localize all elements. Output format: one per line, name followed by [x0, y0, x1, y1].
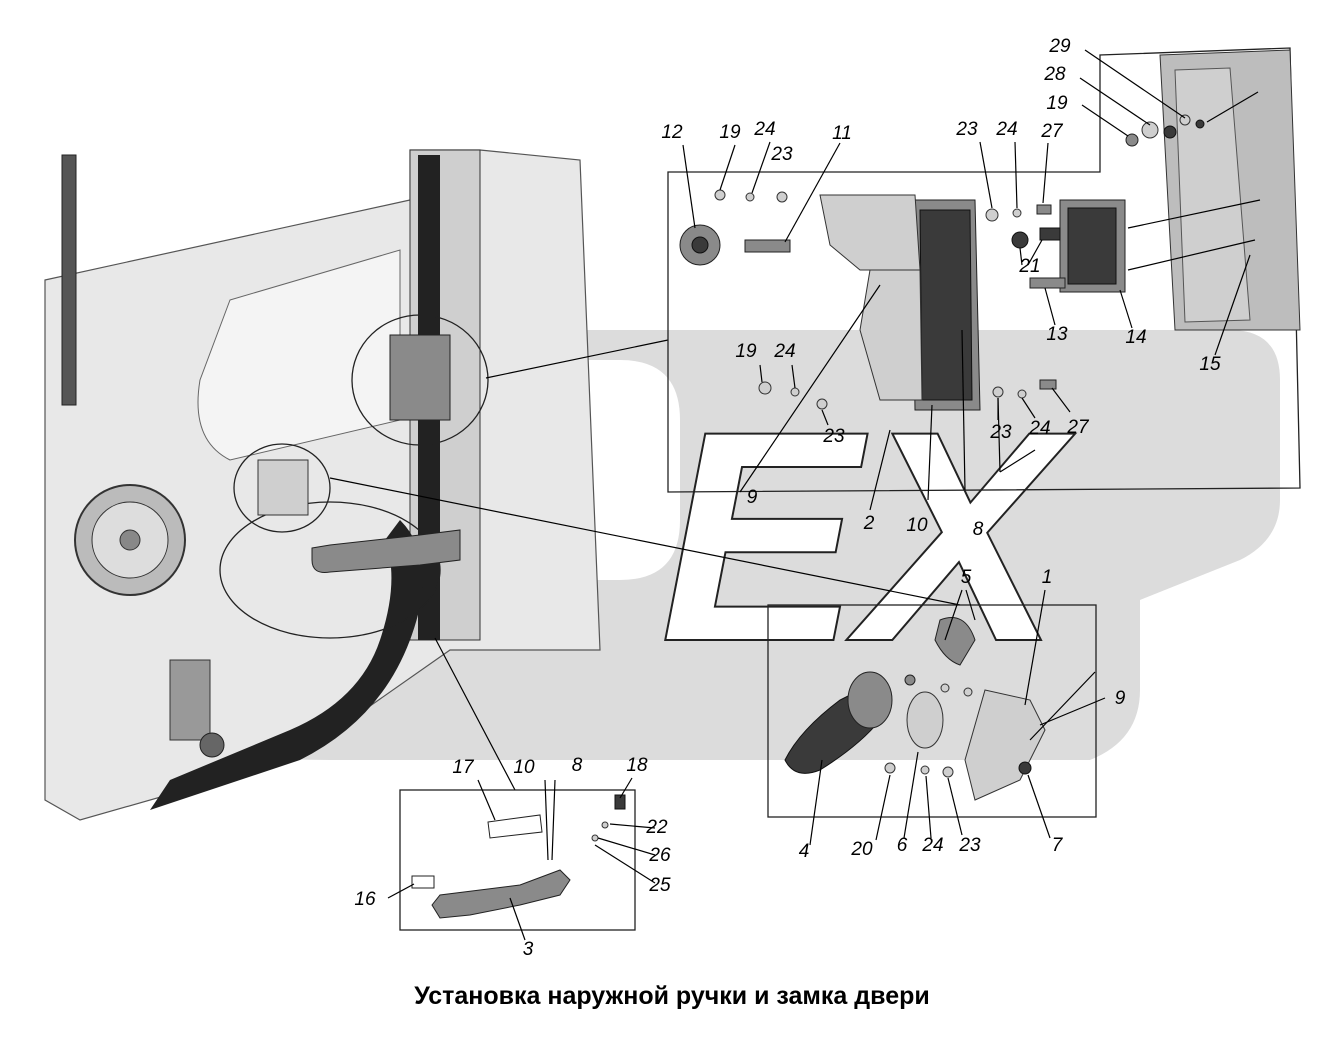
callout-13: 13 [1046, 324, 1068, 345]
callout-11: 11 [832, 123, 852, 144]
callout-10: 10 [906, 515, 928, 536]
callout-27: 27 [1040, 121, 1064, 142]
callout-1: 1 [1042, 567, 1053, 588]
callout-14: 14 [1125, 327, 1146, 348]
callout-7: 7 [1052, 835, 1064, 856]
callout-23: 23 [958, 835, 981, 856]
inner-handle-frame [767, 589, 1106, 846]
callout-24: 24 [995, 119, 1017, 140]
callout-19: 19 [719, 122, 741, 143]
watermark-text: EX [660, 368, 1076, 704]
diagram-caption: Установка наружной ручки и замка двери [414, 982, 930, 1010]
callout-22: 22 [645, 817, 668, 838]
callout-25: 25 [648, 875, 671, 896]
callout-12: 12 [661, 122, 683, 143]
callout-23: 23 [822, 426, 845, 447]
callout-24: 24 [1028, 418, 1050, 439]
callout-6: 6 [897, 835, 908, 856]
callout-23: 23 [955, 119, 978, 140]
callout-9: 9 [747, 487, 758, 508]
lock-detail-frame [667, 47, 1301, 511]
callout-2: 2 [863, 513, 875, 534]
callout-19: 19 [735, 341, 757, 362]
callout-24: 24 [921, 835, 943, 856]
door-panel [44, 149, 601, 821]
callout-5: 5 [961, 567, 972, 588]
callout-9: 9 [1115, 688, 1126, 709]
callout-23: 23 [989, 422, 1012, 443]
callout-4: 4 [799, 841, 810, 862]
callout-28: 28 [1043, 64, 1066, 85]
callout-20: 20 [850, 839, 873, 860]
callout-17: 17 [452, 757, 475, 778]
callout-21: 21 [1018, 256, 1040, 277]
callout-8: 8 [973, 519, 984, 540]
callout-3: 3 [523, 939, 534, 960]
callout-23: 23 [770, 144, 793, 165]
callout-26: 26 [648, 845, 671, 866]
callout-29: 29 [1048, 36, 1071, 57]
callout-19: 19 [1046, 93, 1068, 114]
callout-18: 18 [626, 755, 648, 776]
callout-24: 24 [753, 119, 775, 140]
callout-16: 16 [354, 889, 376, 910]
callout-10: 10 [513, 757, 535, 778]
callout-24: 24 [773, 341, 795, 362]
outer-handle-frame [387, 777, 656, 941]
callout-27: 27 [1066, 417, 1090, 438]
callout-8: 8 [572, 755, 583, 776]
connector-lines [329, 339, 961, 791]
callout-15: 15 [1199, 354, 1221, 375]
